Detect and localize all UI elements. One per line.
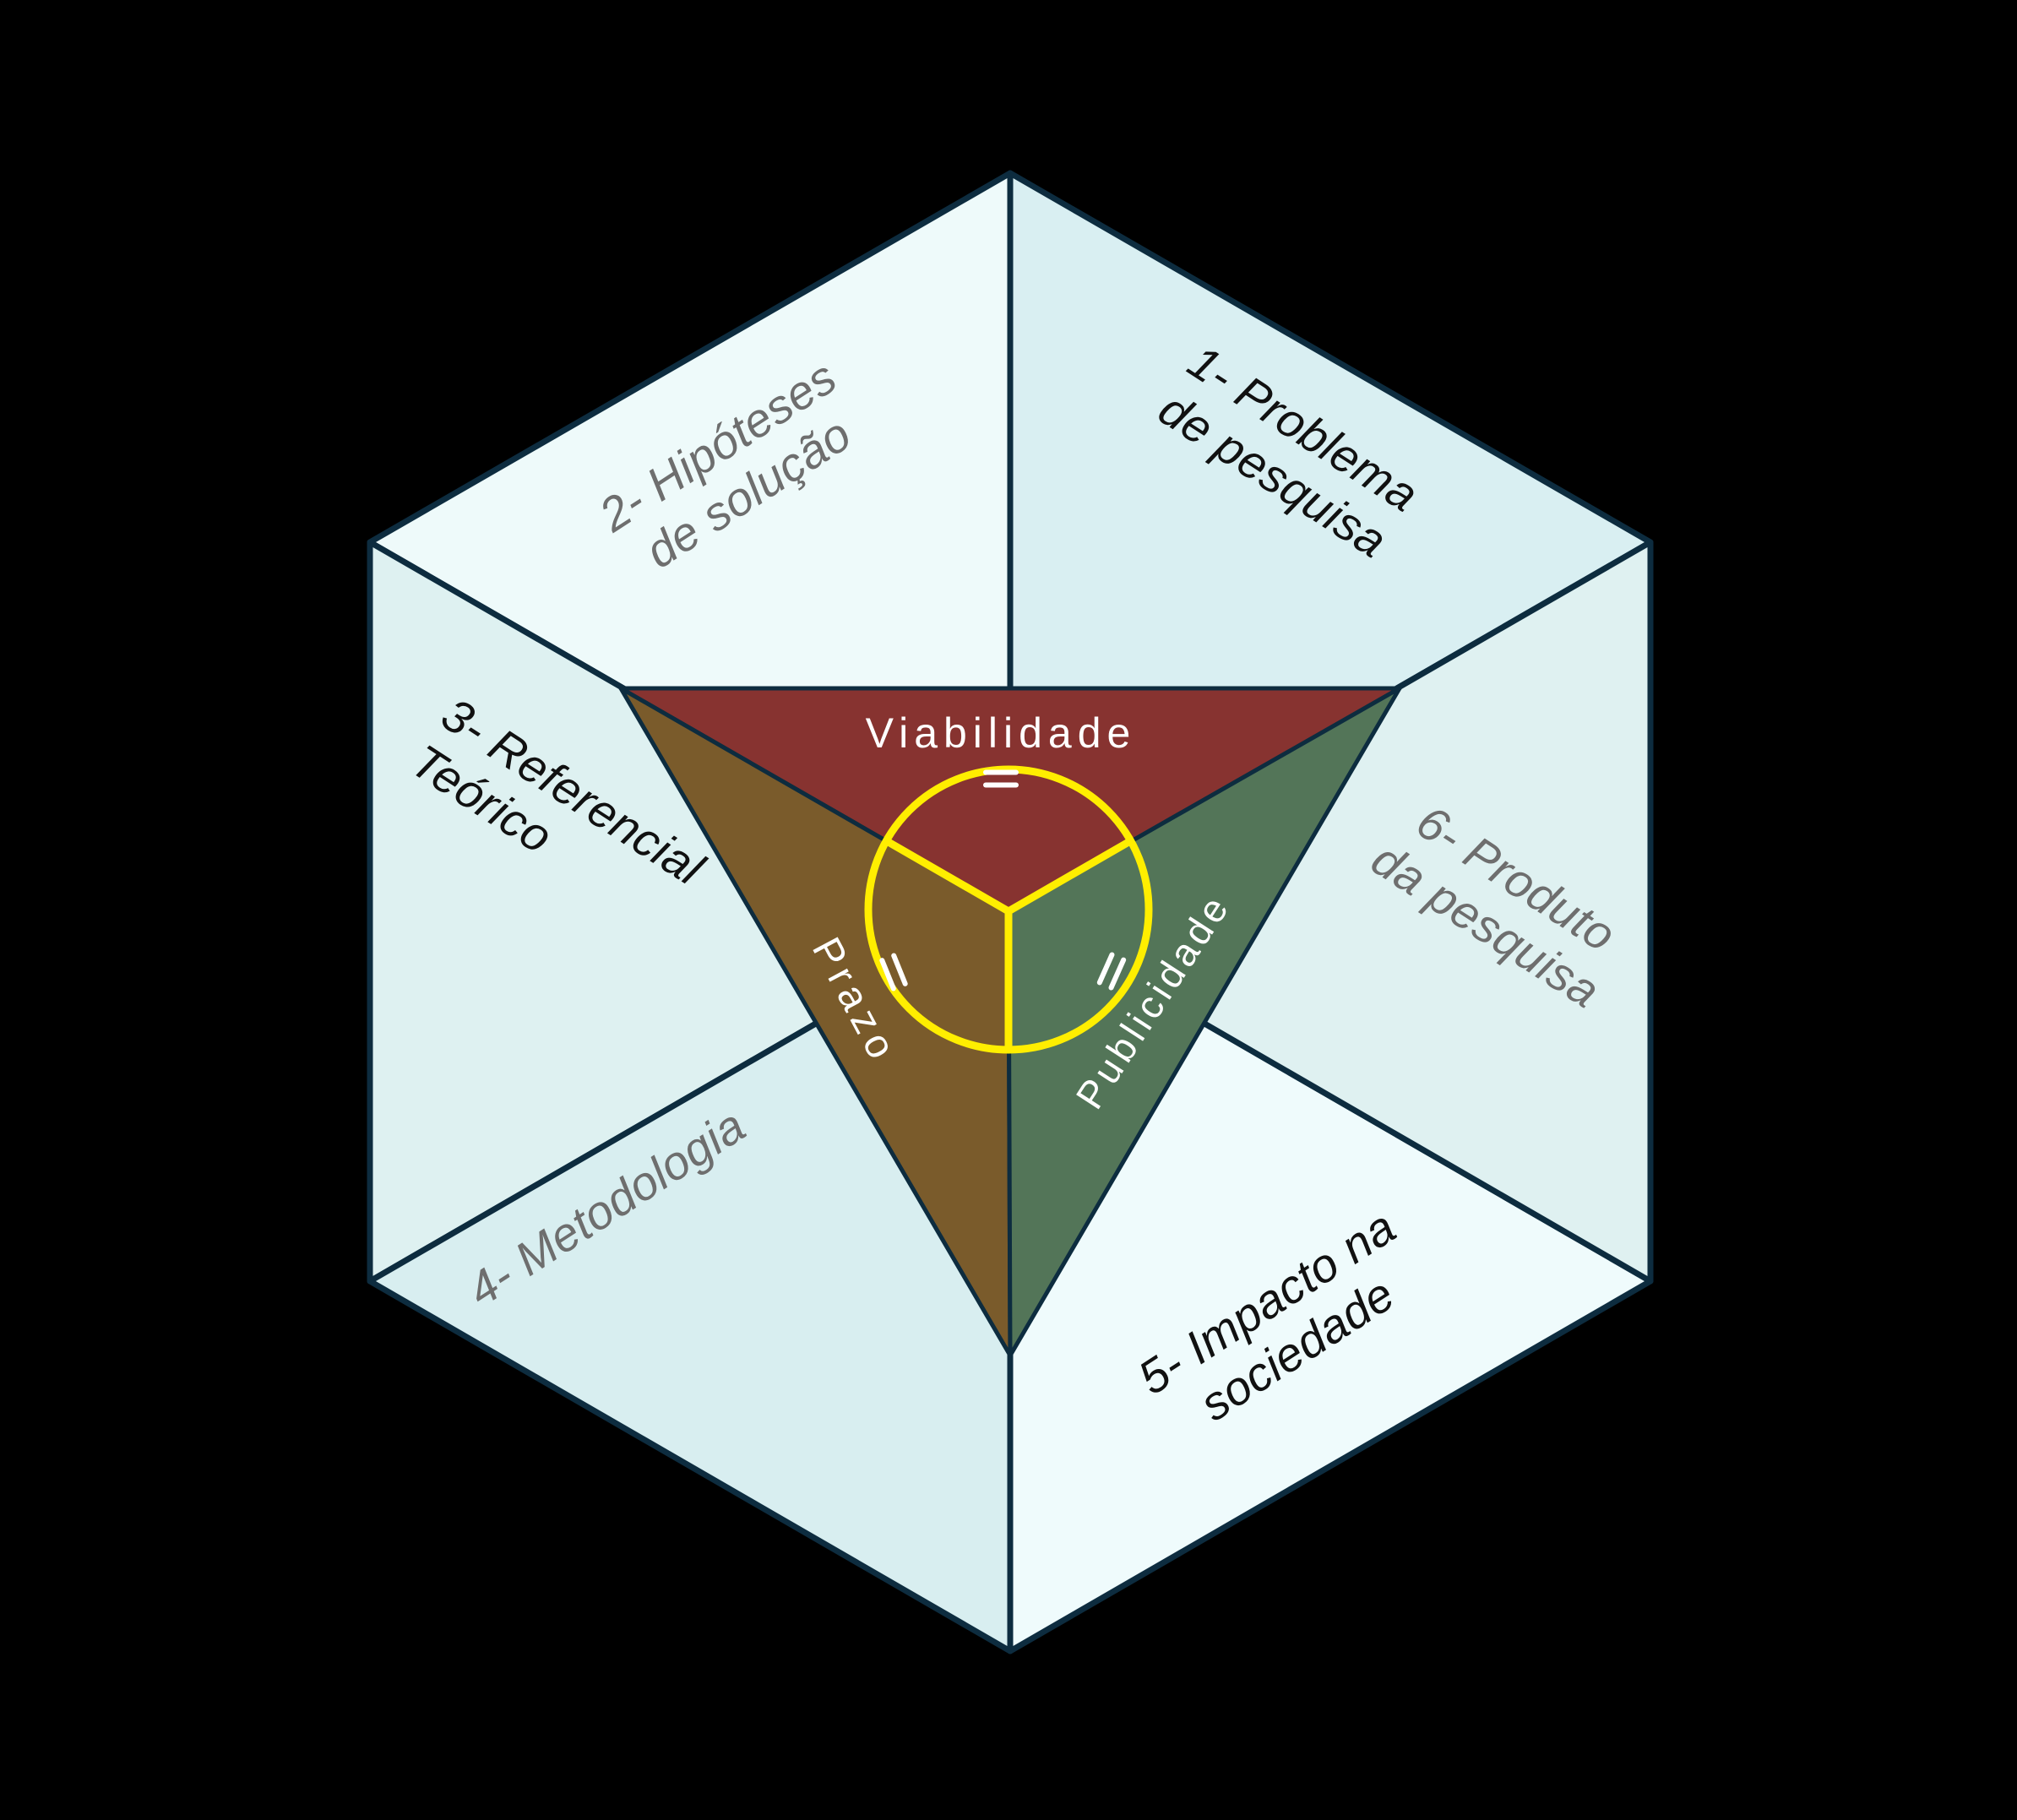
- yellow-divider-right: [1006, 838, 1133, 915]
- equals-bar: [983, 782, 1019, 788]
- inner-label-viabilidade: Viabilidade: [865, 709, 1137, 757]
- balance-circle: [864, 765, 1153, 1054]
- triangle-face-publicidade: [1006, 686, 1402, 1358]
- equals-bar: [983, 769, 1019, 775]
- equals-icon-viabilidade: [983, 769, 1019, 788]
- yellow-divider-left: [884, 838, 1011, 915]
